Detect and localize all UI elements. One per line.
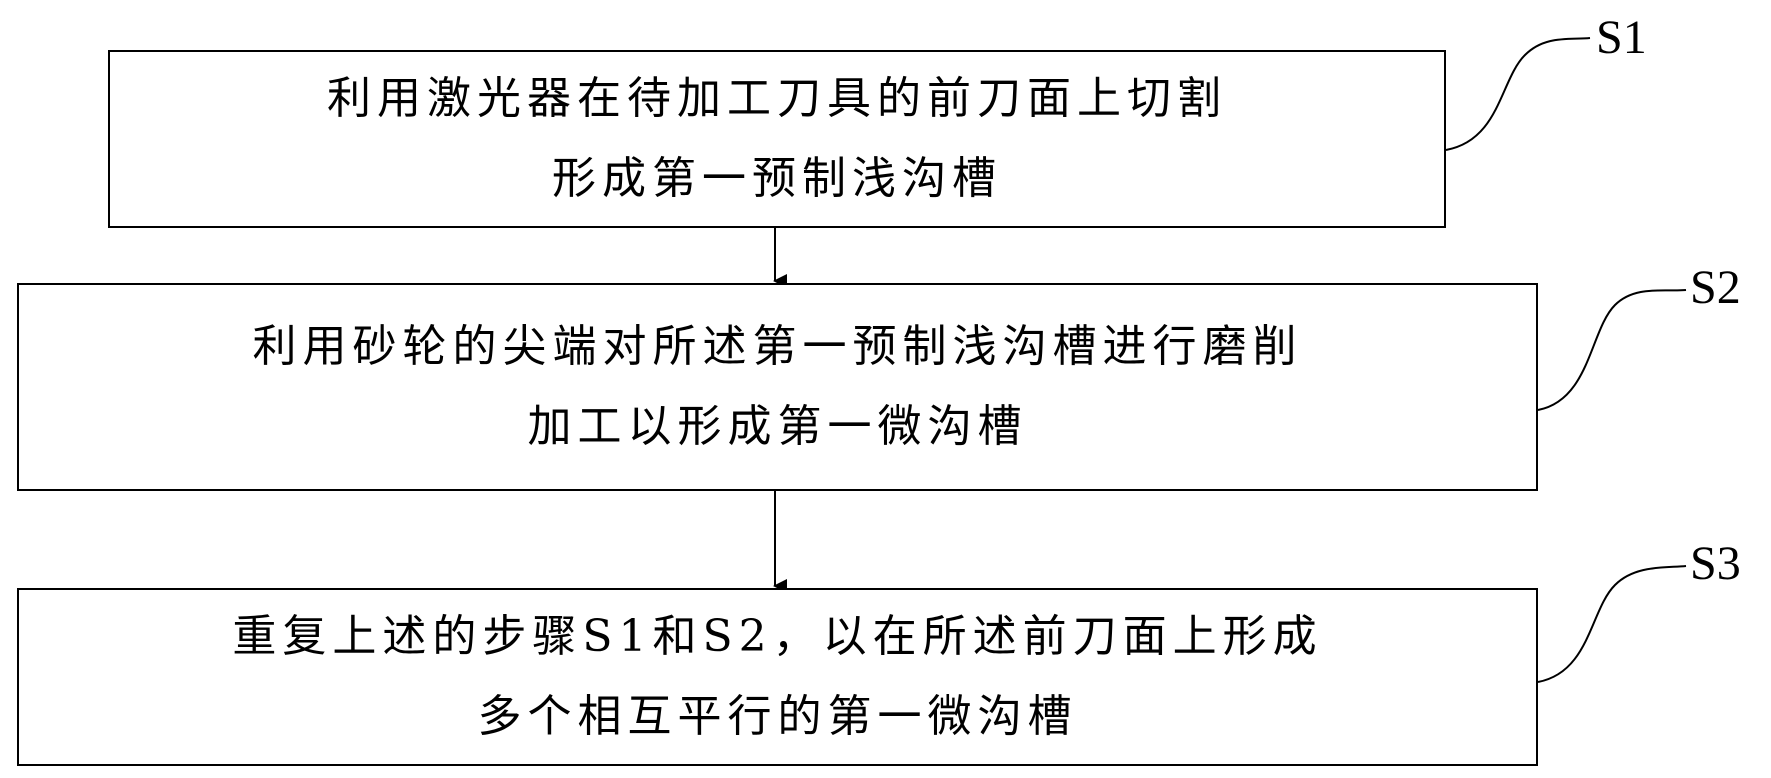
step-text-s3: 重复上述的步骤S1和S2，以在所述前刀面上形成 多个相互平行的第一微沟槽 <box>232 597 1322 757</box>
step-text-s1: 利用激光器在待加工刀具的前刀面上切割 形成第一预制浅沟槽 <box>327 59 1227 219</box>
step-label-s1: S1 <box>1596 11 1647 64</box>
leader-curve-s3 <box>1537 565 1687 683</box>
step-label-s2: S2 <box>1690 261 1741 314</box>
step-text-s2: 利用砂轮的尖端对所述第一预制浅沟槽进行磨削 加工以形成第一微沟槽 <box>253 307 1303 467</box>
step-s2-line-2: 加工以形成第一微沟槽 <box>527 401 1028 452</box>
step-box-s1: 利用激光器在待加工刀具的前刀面上切割 形成第一预制浅沟槽 <box>108 50 1446 228</box>
step-s1-line-1: 利用激光器在待加工刀具的前刀面上切割 <box>327 73 1227 124</box>
leader-curve-s2 <box>1537 289 1687 411</box>
step-s2-line-1: 利用砂轮的尖端对所述第一预制浅沟槽进行磨削 <box>252 321 1303 372</box>
step-box-s2: 利用砂轮的尖端对所述第一预制浅沟槽进行磨削 加工以形成第一微沟槽 <box>17 283 1538 491</box>
step-label-s3: S3 <box>1690 537 1741 590</box>
step-s3-line-2: 多个相互平行的第一微沟槽 <box>477 691 1078 742</box>
step-s3-line-1: 重复上述的步骤S1和S2，以在所述前刀面上形成 <box>232 611 1323 662</box>
step-s1-line-2: 形成第一预制浅沟槽 <box>552 153 1002 204</box>
step-box-s3: 重复上述的步骤S1和S2，以在所述前刀面上形成 多个相互平行的第一微沟槽 <box>17 588 1538 766</box>
leader-curve-s1 <box>1445 37 1591 151</box>
